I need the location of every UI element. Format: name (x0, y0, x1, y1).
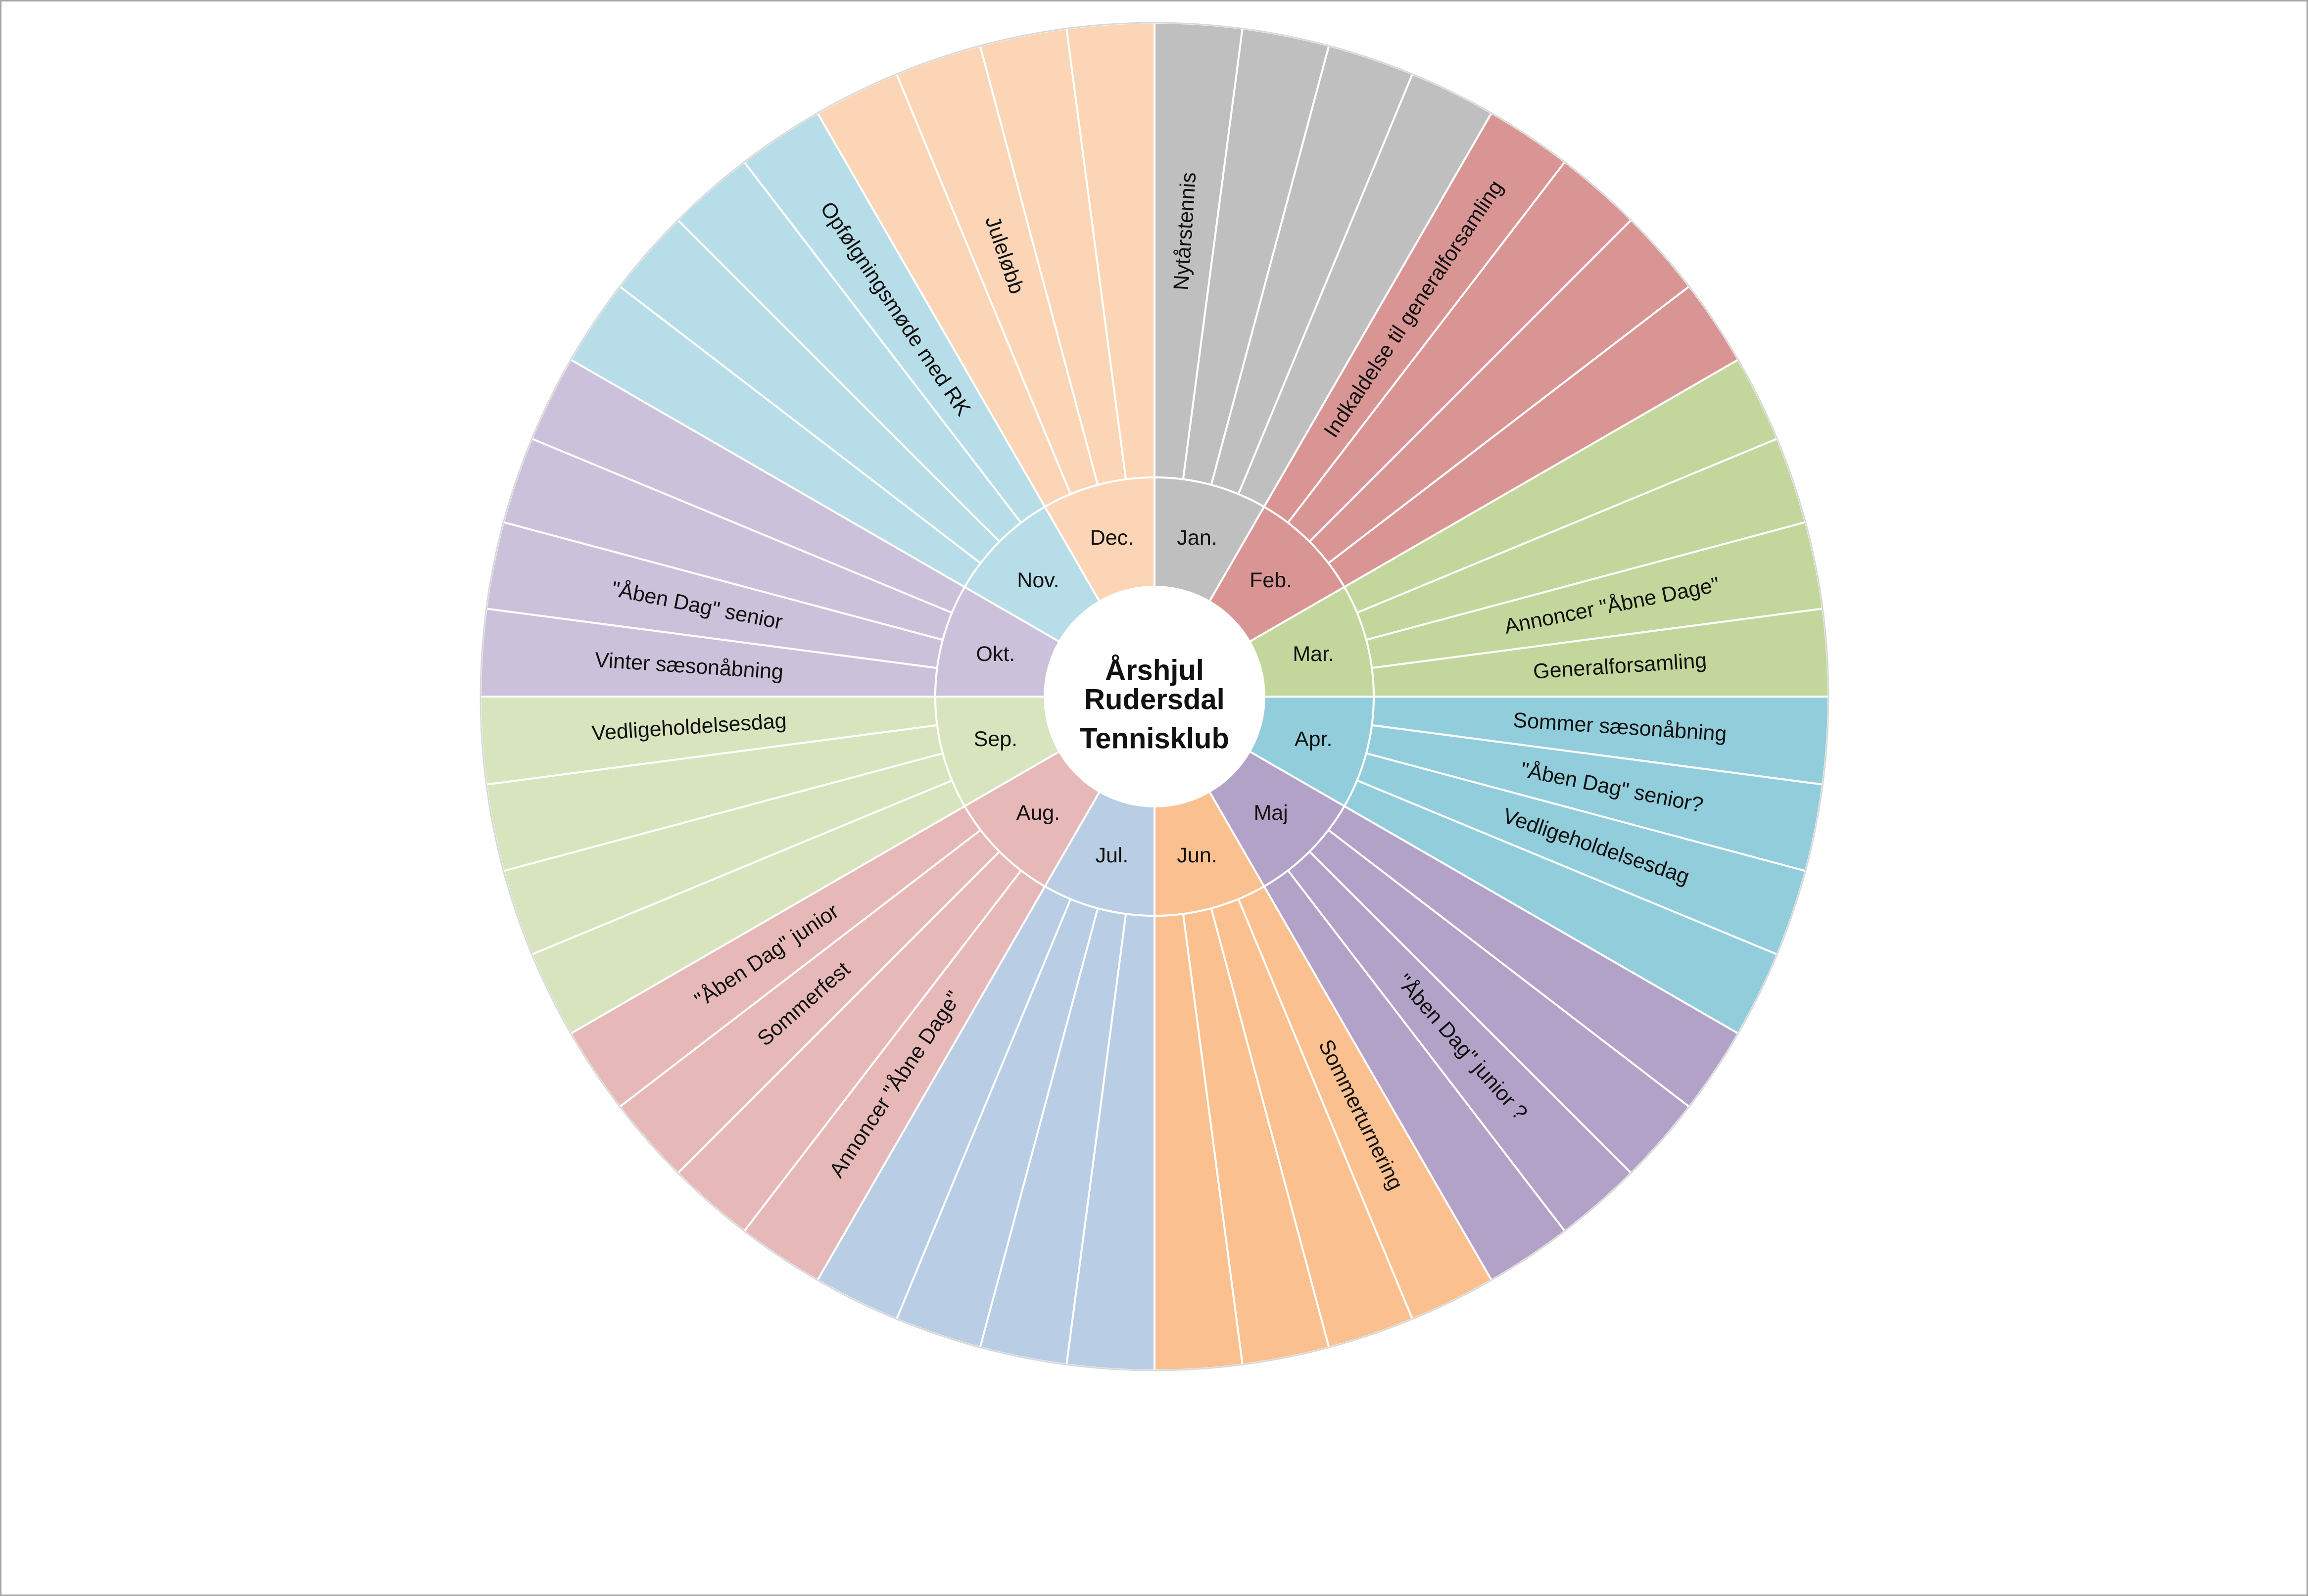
month-label-nov: Nov. (1017, 568, 1059, 592)
month-label-jul: Jul. (1095, 844, 1128, 867)
month-label-apr: Apr. (1295, 727, 1333, 751)
event-ring (479, 21, 1830, 1372)
month-ring (934, 476, 1375, 917)
wheel-outline (480, 22, 1829, 1371)
month-label-dec: Dec. (1090, 526, 1134, 550)
month-label-aug: Aug. (1016, 801, 1060, 825)
month-label-jan: Jan. (1177, 526, 1217, 550)
month-label-maj: Maj (1253, 801, 1288, 825)
center-hub (1045, 587, 1264, 806)
month-label-feb: Feb. (1250, 568, 1292, 592)
month-label-sep: Sep. (974, 727, 1017, 751)
month-label-jun: Jun. (1177, 844, 1217, 867)
month-segment-dec (1043, 476, 1155, 603)
center-title-line-3: Tennisklub (1080, 723, 1229, 755)
month-label-mar: Mar. (1293, 642, 1334, 666)
center-title-line-2: Rudersdal (1084, 684, 1225, 716)
month-label-okt: Okt. (976, 642, 1015, 666)
center-title-line-1: Årshjul (1105, 655, 1204, 687)
